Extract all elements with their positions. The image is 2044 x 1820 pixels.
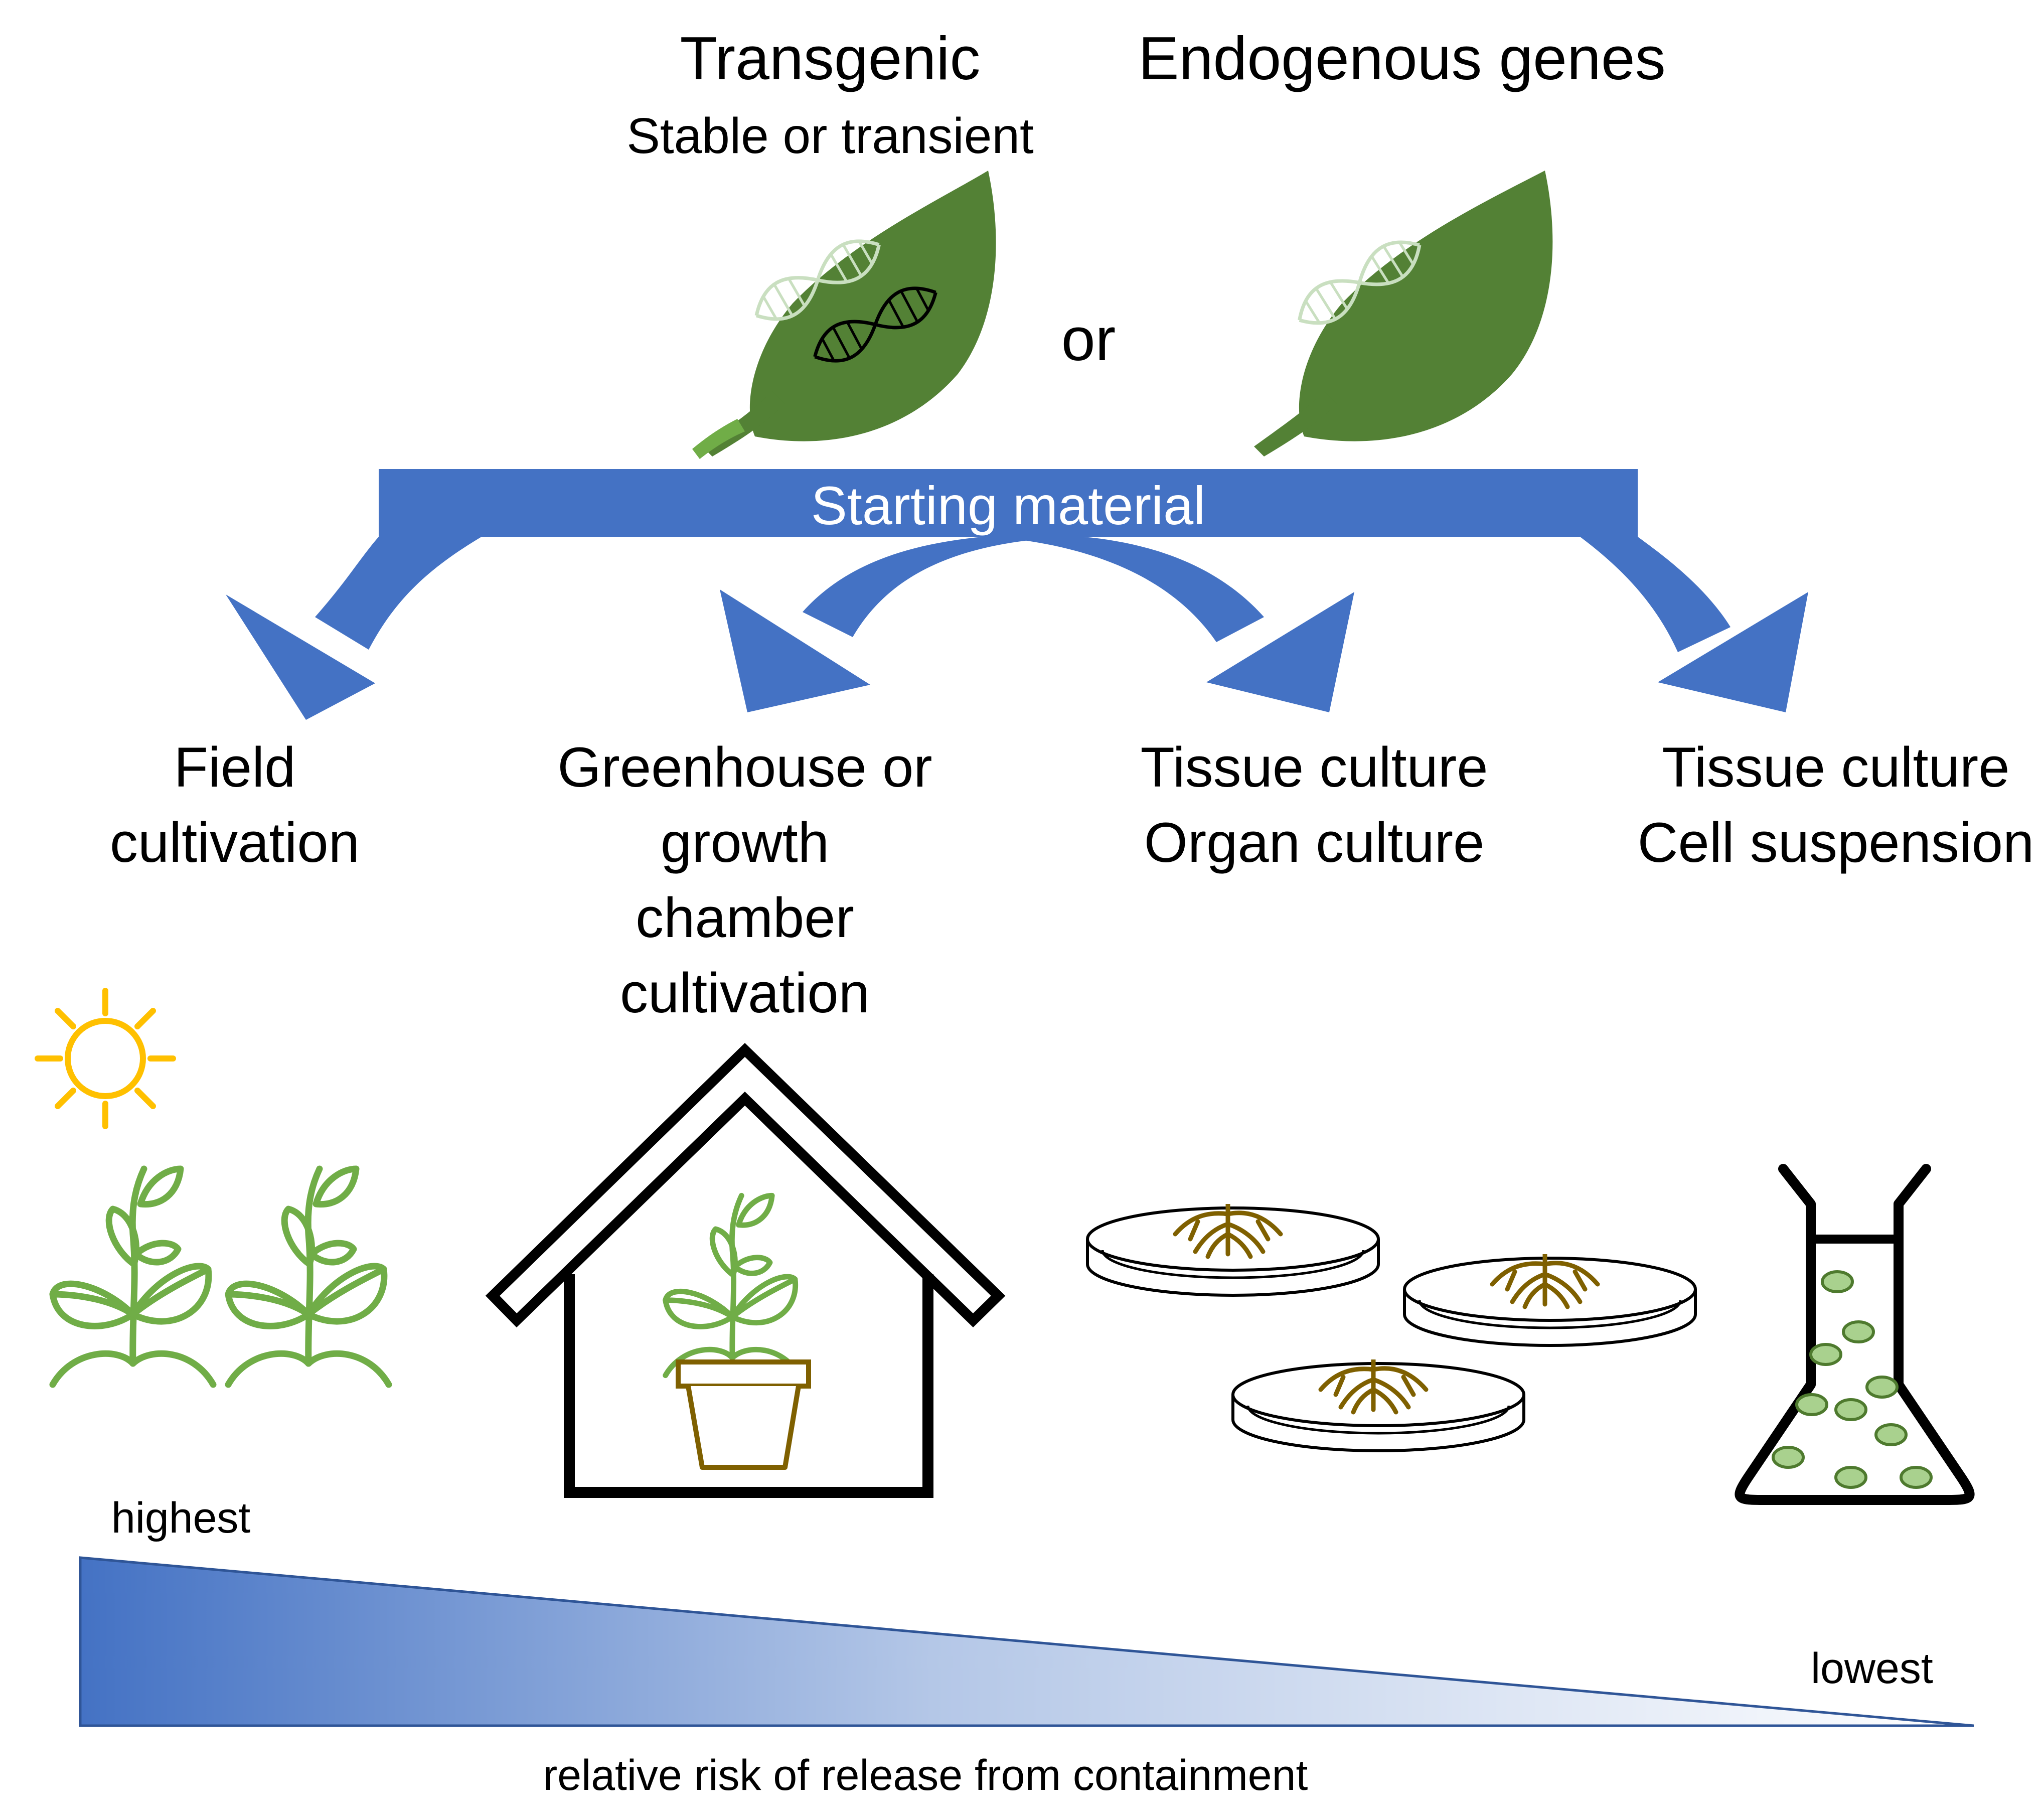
starting-material-arrows [226,469,1808,720]
risk-gradient-wedge [79,1556,1974,1727]
petri-dish-icon [1233,1354,1524,1451]
destination-line: Organ culture [1144,811,1485,874]
sprout-icon [53,1169,213,1385]
destination-line: cultivation [620,962,870,1024]
risk-low-label: lowest [1811,1644,1933,1693]
starting-material-label: Starting material [811,475,1205,536]
destination-line: Greenhouse or [557,736,932,799]
destination-organ-culture: Tissue culture Organ culture [1141,736,1488,874]
or-label: or [1061,305,1116,373]
greenhouse-icon [485,1043,1006,1498]
sun-icon [35,988,176,1129]
destination-line: Tissue culture [1662,736,2010,799]
field-plants-icon [53,1169,389,1385]
risk-axis-label: relative risk of release from containmen… [543,1751,1308,1799]
leaf-with-transgene-dna-icon [692,171,996,459]
sprout-icon [228,1169,389,1385]
destination-line: chamber [636,886,854,949]
petri-dish-icon [1404,1249,1695,1345]
petri-dishes [1087,1199,1695,1451]
petri-dish-icon [1087,1199,1378,1295]
destination-greenhouse: Greenhouse or growth chamber cultivation [557,736,932,1024]
risk-high-label: highest [111,1494,250,1542]
arrow-to-greenhouse [803,537,1073,637]
destination-line: growth [661,811,829,874]
leaf-with-endogenous-dna-icon [1254,171,1553,457]
transgenic-subtitle: Stable or transient [626,108,1034,164]
arrow-to-field [315,537,482,650]
arrow-to-organ-culture [993,537,1264,642]
destination-line: Cell suspension [1638,811,2034,874]
destination-field: Field cultivation [110,736,360,874]
erlenmeyer-flask-icon [1735,1164,1975,1505]
transgenic-title: Transgenic [680,24,981,92]
destination-line: cultivation [110,811,360,874]
sprout-icon [666,1195,800,1375]
starting-material-banner [379,469,1638,537]
endogenous-title: Endogenous genes [1138,24,1665,92]
suspension-cells [1772,1270,1933,1489]
arrow-to-cell-suspension [1580,537,1731,652]
destination-line: Tissue culture [1141,736,1488,799]
potted-plant-icon [666,1195,811,1470]
destination-cell-suspension: Tissue culture Cell suspension [1638,736,2034,874]
destination-line: Field [174,736,296,799]
